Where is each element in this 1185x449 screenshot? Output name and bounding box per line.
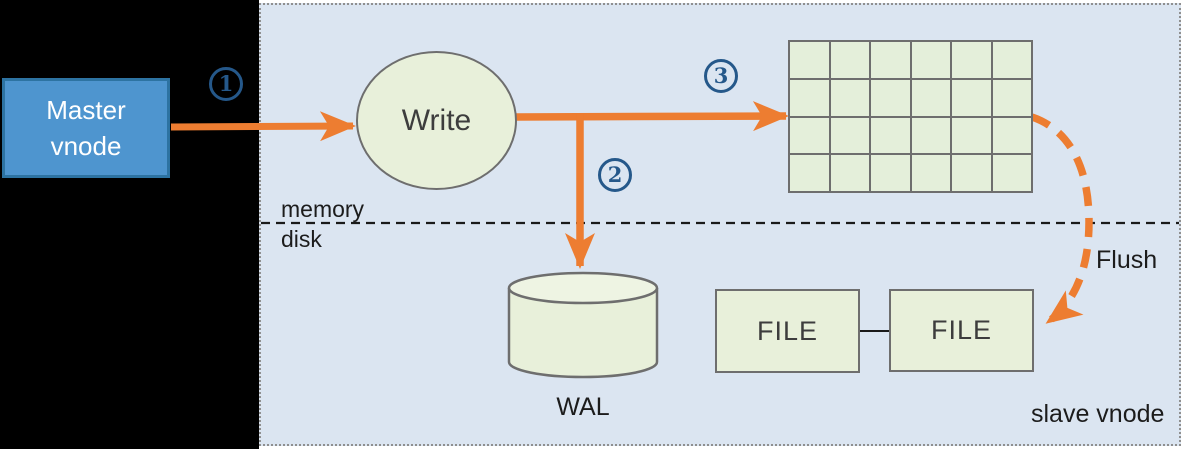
memtable-cell [911, 155, 950, 191]
memtable-cell [830, 117, 869, 154]
step-badge-3: 3 [704, 59, 738, 93]
file-box-2-label: FILE [930, 315, 993, 345]
master-vnode-box: Master vnode [2, 78, 170, 178]
file-box-2: FILE [889, 289, 1034, 372]
memtable-cell [992, 117, 1031, 154]
memtable-cell [790, 117, 829, 154]
memtable-cell [790, 42, 829, 78]
step-badge-2: 2 [598, 158, 632, 192]
memtable-cell [871, 42, 910, 78]
write-node-label: Write [401, 103, 472, 137]
step-badge-1-number: 1 [218, 71, 234, 96]
file-box-1-label: FILE [756, 315, 819, 346]
memtable-cell [911, 117, 950, 154]
memtable-cell [871, 79, 910, 116]
memtable-cell [992, 79, 1031, 116]
memory-label: memory [281, 196, 365, 222]
step-badge-1: 1 [209, 67, 243, 101]
memtable-cell [952, 155, 991, 191]
memtable-cell [830, 42, 869, 78]
memtable-cell [952, 42, 991, 78]
memtable-cell [830, 79, 869, 116]
master-vnode-label-line2: vnode [50, 131, 122, 161]
file-box-1: FILE [715, 289, 860, 373]
memtable-cell [790, 155, 829, 191]
step-badge-3-number: 3 [713, 63, 729, 88]
flush-label: Flush [1096, 246, 1158, 274]
memtable-cell [871, 155, 910, 191]
master-vnode-label-line1: Master [46, 95, 126, 125]
memtable-cell [952, 79, 991, 116]
memtable-grid [788, 40, 1033, 193]
wal-label: WAL [556, 393, 610, 421]
write-node: Write [356, 51, 517, 190]
memtable-cell [952, 117, 991, 154]
memtable-cell [911, 42, 950, 78]
disk-label: disk [281, 226, 322, 252]
memtable-cell [790, 79, 829, 116]
step-badge-2-number: 2 [607, 162, 623, 187]
memtable-cell [992, 42, 1031, 78]
slave-vnode-label: slave vnode [1031, 400, 1165, 428]
memtable-cell [830, 155, 869, 191]
memtable-cell [911, 79, 950, 116]
memtable-cell [992, 155, 1031, 191]
memtable-cell [871, 117, 910, 154]
